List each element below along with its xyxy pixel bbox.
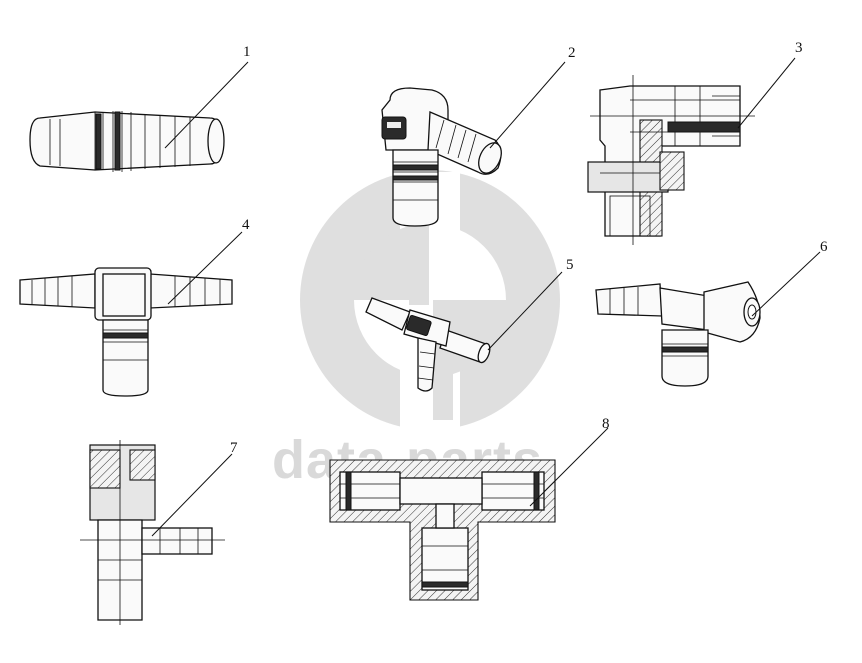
callout-5: 5 [566, 257, 574, 273]
part-5-small-tee [365, 297, 491, 392]
leader-4 [167, 231, 243, 305]
part-7-section-tee [80, 440, 225, 625]
callout-4: 4 [242, 217, 250, 233]
callout-2: 2 [568, 45, 576, 61]
leader-7 [151, 453, 233, 537]
leader-6 [751, 251, 821, 317]
part-6-swivel-tee [595, 281, 761, 387]
callout-3: 3 [795, 40, 803, 56]
callout-6: 6 [820, 239, 828, 255]
leader-1 [164, 61, 249, 149]
part-8-section-tee [329, 459, 556, 601]
part-2-elbow-connector [381, 87, 502, 227]
callout-1: 1 [243, 44, 251, 60]
part-3-elbow-section [587, 75, 755, 245]
callouts: 1 2 3 4 5 6 7 8 [230, 40, 828, 456]
leader-5 [487, 271, 563, 351]
part-1-straight-connector [29, 111, 225, 172]
callout-7: 7 [230, 440, 238, 456]
leader-8 [529, 427, 609, 507]
leader-2 [489, 61, 566, 149]
part-4-tee-connector [19, 267, 233, 397]
leader-lines [151, 57, 821, 537]
leader-3 [737, 57, 796, 129]
callout-8: 8 [602, 416, 610, 432]
